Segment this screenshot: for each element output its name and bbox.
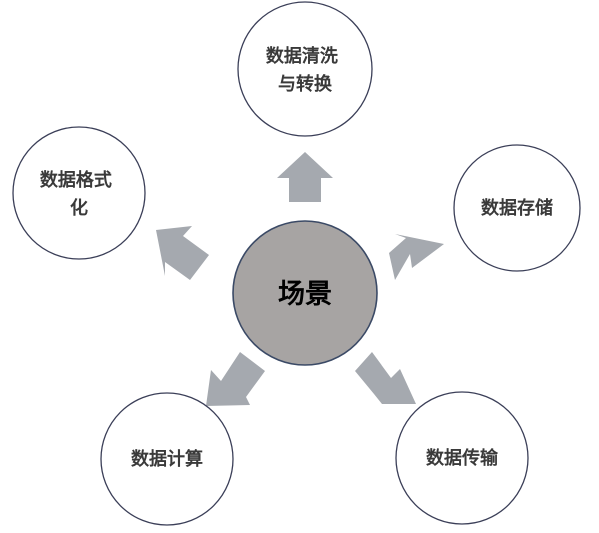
svg-text:数据传输: 数据传输	[426, 447, 499, 469]
svg-text:数据计算: 数据计算	[131, 448, 203, 470]
node-bottom-right-circle	[395, 391, 529, 525]
arrow-lower-right	[355, 352, 416, 404]
node-right-line-1: 数据存储	[481, 197, 553, 219]
arrow-upper-right	[389, 234, 444, 280]
center-node: 场景	[232, 220, 378, 366]
node-bottom-left: 数据计算	[100, 392, 234, 526]
node-top-line-1: 数据清洗	[266, 45, 338, 67]
arrow-upper-left	[156, 226, 209, 280]
node-right: 数据存储	[453, 144, 581, 272]
center-circle	[232, 220, 378, 366]
node-left: 数据格式 化	[12, 126, 146, 260]
node-top-line-2: 与转换	[278, 73, 333, 95]
node-left-line-2: 化	[70, 197, 88, 219]
node-top-circle	[237, 1, 373, 137]
node-right-circle	[453, 144, 581, 272]
arrows	[156, 152, 444, 406]
svg-text:数据存储: 数据存储	[481, 197, 553, 219]
center-label: 场景	[278, 279, 332, 310]
node-bottom-left-circle	[100, 392, 234, 526]
node-top: 数据清洗 与转换	[237, 1, 373, 137]
node-left-circle	[12, 126, 146, 260]
arrow-up	[277, 152, 333, 202]
svg-text:数据格式 化: 数据格式 化	[40, 169, 118, 219]
arrow-lower-left	[206, 352, 265, 406]
node-bottom-right-line-1: 数据传输	[426, 447, 499, 469]
node-bottom-right: 数据传输	[395, 391, 529, 525]
node-bottom-left-line-1: 数据计算	[131, 448, 203, 470]
node-left-line-1: 数据格式	[40, 169, 112, 191]
svg-text:数据清洗 与转换: 数据清洗 与转换	[266, 45, 344, 95]
